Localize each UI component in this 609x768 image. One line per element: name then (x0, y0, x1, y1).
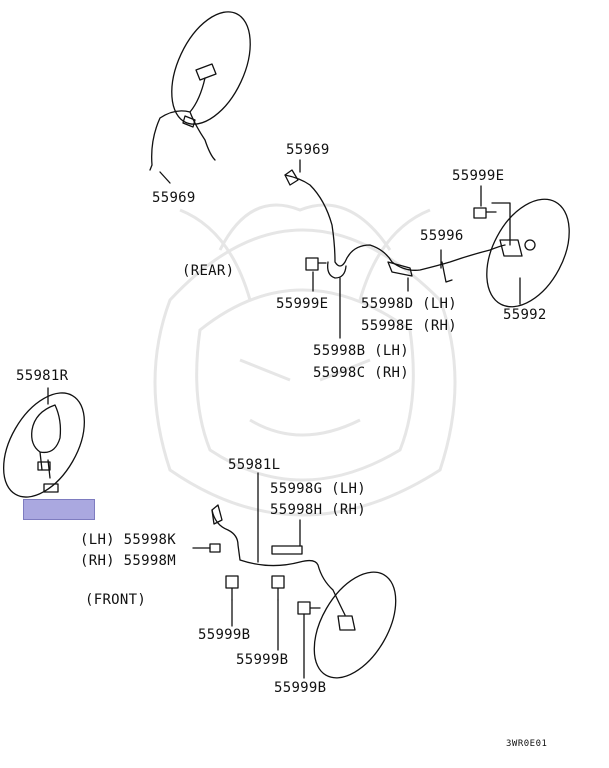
part-label-55981l[interactable]: 55981L (228, 457, 281, 473)
front-section-label: (FRONT) (85, 592, 147, 608)
part-label-55998k[interactable]: (LH) 55998K (80, 532, 177, 548)
bolt-55999b-2 (271, 575, 285, 601)
part-label-55969-rear-right[interactable]: 55969 (286, 142, 330, 158)
bolt-55999b-1 (225, 575, 239, 601)
part-label-55999b-3[interactable]: 55999B (274, 680, 327, 696)
watermark-emblem (153, 203, 457, 517)
front-right-detail-circle (2, 392, 86, 498)
rear-right-detail-circle (486, 198, 570, 308)
rear-top-harness (149, 77, 216, 171)
part-label-55998d[interactable]: 55998D (LH) (361, 296, 458, 312)
part-label-55981r[interactable]: 55981R (16, 368, 69, 384)
front-left-detail-circle (313, 571, 397, 679)
part-label-55998c[interactable]: 55998C (RH) (313, 365, 410, 381)
bolt-55999e-mid (305, 257, 327, 271)
bolt-55999b-3 (297, 601, 321, 615)
rear-top-sensor (195, 63, 217, 81)
rear-section-label: (REAR) (182, 263, 235, 279)
part-label-55992[interactable]: 55992 (503, 307, 547, 323)
part-label-55999b-2[interactable]: 55999B (236, 652, 289, 668)
part-label-55999e-mid[interactable]: 55999E (276, 296, 329, 312)
rear-right-harness (284, 174, 506, 271)
part-label-55998g[interactable]: 55998G (LH) (270, 481, 367, 497)
bolt-55999e-top (473, 207, 497, 219)
rear-top-detail-circle (171, 11, 251, 125)
front-right-harness (31, 404, 62, 479)
part-label-55996[interactable]: 55996 (420, 228, 464, 244)
front-left-harness (211, 509, 346, 616)
part-label-55998e[interactable]: 55998E (RH) (361, 318, 458, 334)
part-label-55998h[interactable]: 55998H (RH) (270, 502, 367, 518)
part-label-55998b[interactable]: 55998B (LH) (313, 343, 410, 359)
highlight-box (23, 499, 95, 520)
part-label-55969-rear-top[interactable]: 55969 (152, 190, 196, 206)
diagram-code: 3WR0E01 (506, 739, 548, 749)
part-label-55999b-1[interactable]: 55999B (198, 627, 251, 643)
part-label-55999e-top[interactable]: 55999E (452, 168, 505, 184)
part-label-55998m[interactable]: (RH) 55998M (80, 553, 177, 569)
